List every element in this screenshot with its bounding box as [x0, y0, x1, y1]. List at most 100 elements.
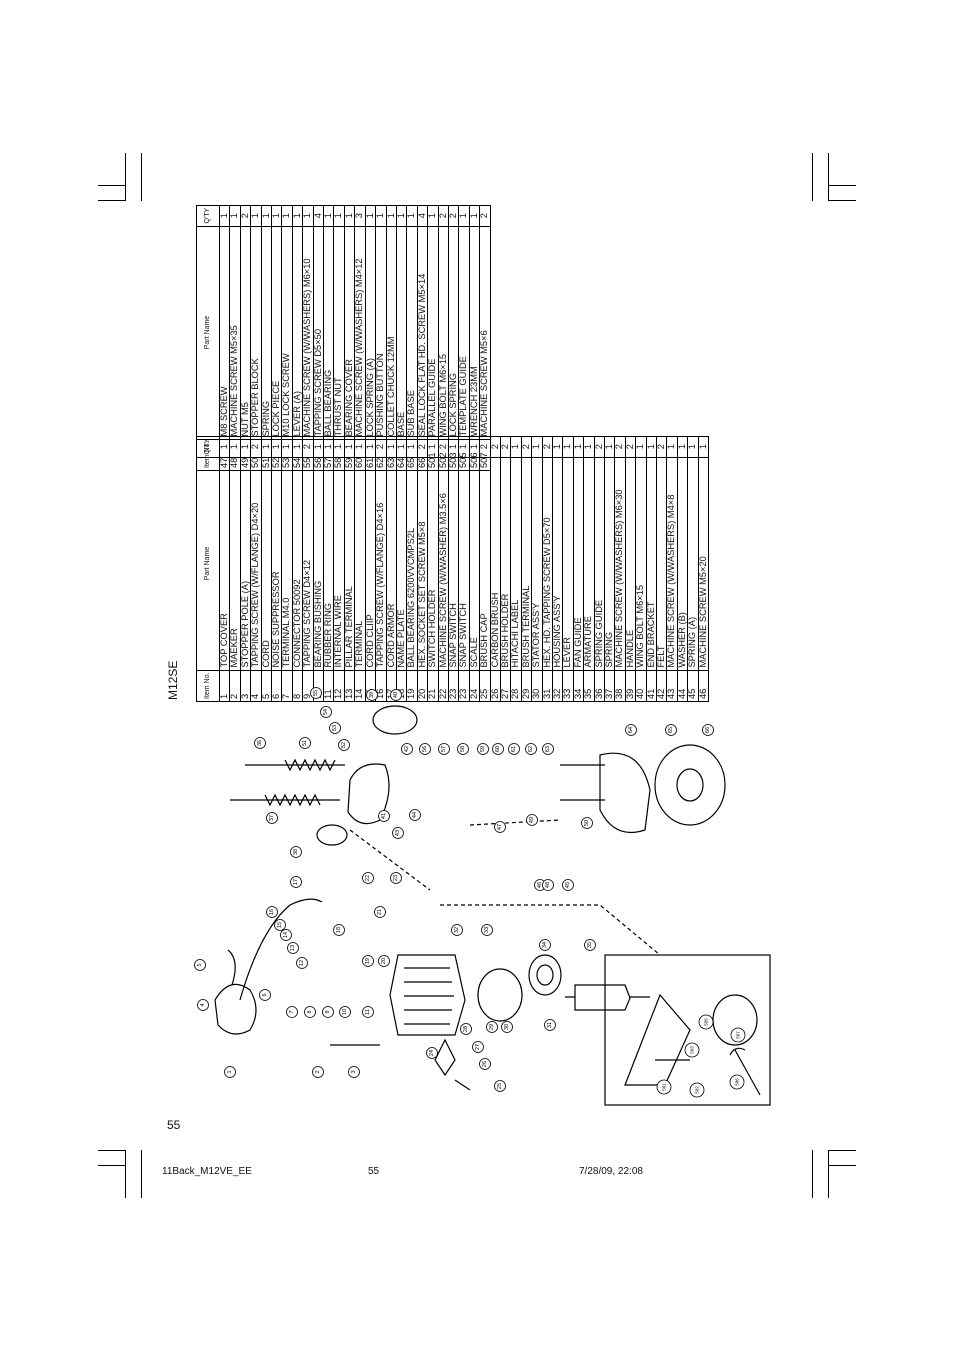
callout-43: 43 — [392, 827, 404, 839]
callout-56: 56 — [419, 743, 431, 755]
callout-label: 66 — [705, 727, 711, 733]
callout-63: 63 — [542, 743, 554, 755]
callout-30: 30 — [501, 1021, 513, 1033]
callout-17: 17 — [290, 876, 302, 888]
callout-13: 13 — [287, 942, 299, 954]
callout-label: 48 — [545, 882, 551, 888]
footer-page: 55 — [368, 1166, 380, 1177]
callout-label: 23 — [393, 875, 399, 881]
callout-35: 35 — [584, 939, 596, 951]
callout-506: 506 — [729, 1074, 745, 1090]
callout-53: 53 — [329, 722, 341, 734]
crop-mark-br-h2 — [828, 1165, 856, 1166]
spring-upper — [284, 758, 336, 772]
callout-47: 47 — [494, 821, 506, 833]
callout-23: 23 — [390, 872, 402, 884]
callout-label: 49 — [529, 817, 535, 823]
callout-18: 18 — [333, 924, 345, 936]
callout-55: 55 — [310, 687, 322, 699]
callout-label: 52 — [341, 742, 347, 748]
callout-label: 21 — [377, 909, 383, 915]
top-cover-shape — [214, 983, 257, 1035]
callout-2: 2 — [312, 1066, 324, 1078]
motor-housing-shape — [389, 954, 466, 1036]
callout-label: 18 — [336, 927, 342, 933]
callout-label: 37 — [269, 815, 275, 821]
callout-label: 17 — [293, 879, 299, 885]
callout-label: 6 — [262, 993, 268, 996]
callout-11: 11 — [362, 1006, 374, 1018]
callout-label: 14 — [283, 932, 289, 938]
callout-9: 9 — [322, 1006, 334, 1018]
callout-38: 38 — [290, 846, 302, 858]
crop-mark-bl-h2 — [98, 1165, 126, 1166]
callout-31: 31 — [544, 1019, 556, 1031]
callout-40: 40 — [390, 689, 402, 701]
callout-503: 503 — [684, 1042, 700, 1058]
callout-label: 2 — [315, 1070, 321, 1073]
callout-label: 61 — [511, 746, 517, 752]
callout-41: 41 — [378, 810, 390, 822]
handle-top-shape — [372, 705, 418, 735]
crop-mark-br-h — [828, 1150, 856, 1151]
callout-26: 26 — [479, 1058, 491, 1070]
callout-39: 39 — [366, 689, 378, 701]
callout-label: 19 — [365, 958, 371, 964]
wrench-shape — [729, 1047, 761, 1096]
callout-60: 60 — [492, 743, 504, 755]
callout-42: 42 — [401, 743, 413, 755]
crop-mark-br-v — [812, 1150, 813, 1198]
base-shape — [599, 752, 651, 834]
crop-mark-tr-v2 — [828, 153, 829, 201]
dashed-guides — [349, 819, 661, 956]
callout-28: 28 — [460, 1023, 472, 1035]
callout-label: 46 — [537, 882, 543, 888]
crop-mark-tr-h — [828, 185, 856, 186]
callout-label: 64 — [628, 727, 634, 733]
callout-label: 20 — [381, 958, 387, 964]
callout-502: 502 — [689, 1082, 705, 1098]
callout-label: 507 — [736, 1031, 741, 1039]
callout-label: 62 — [528, 746, 534, 752]
callout-label: 41 — [381, 813, 387, 819]
callout-44: 44 — [409, 809, 421, 821]
callout-label: 15 — [277, 922, 283, 928]
callout-10: 10 — [339, 1006, 351, 1018]
callout-12: 12 — [296, 957, 308, 969]
callout-label: 1 — [227, 1070, 233, 1073]
callout-label: 40 — [393, 692, 399, 698]
callout-label: 65 — [668, 727, 674, 733]
crop-mark-bl-v2 — [141, 1150, 142, 1198]
crop-mark-bl-v — [125, 1150, 126, 1198]
callout-label: 11 — [365, 1009, 371, 1015]
footer-file: 11Back_M12VE_EE — [162, 1166, 252, 1177]
callout-52: 52 — [338, 739, 350, 751]
callout-label: 55 — [313, 690, 319, 696]
callout-64: 64 — [625, 724, 637, 736]
callout-label: 7 — [289, 1010, 295, 1013]
callout-29: 29 — [486, 1021, 498, 1033]
callout-label: 53 — [332, 725, 338, 731]
callout-label: 5 — [197, 963, 203, 966]
callout-51: 51 — [299, 737, 311, 749]
callout-49: 49 — [526, 814, 538, 826]
callout-label: 10 — [342, 1009, 348, 1015]
callout-label: 16 — [269, 909, 275, 915]
callout-label: 58 — [460, 746, 466, 752]
callout-65: 65 — [665, 724, 677, 736]
callout-36: 36 — [254, 737, 266, 749]
callout-3: 3 — [348, 1066, 360, 1078]
crop-mark-tl-v2 — [141, 153, 142, 201]
crop-mark-tl-h — [98, 185, 126, 186]
callout-label: 8 — [307, 1010, 313, 1013]
callout-54: 54 — [320, 706, 332, 718]
sub-base-shape — [654, 744, 726, 826]
callout-label: 38 — [293, 849, 299, 855]
callout-66: 66 — [702, 724, 714, 736]
fan-guide-shape — [528, 954, 562, 996]
callout-label: 3 — [351, 1070, 357, 1073]
callout-62: 62 — [525, 743, 537, 755]
callout-label: 501 — [662, 1083, 667, 1091]
callout-label: 59 — [480, 746, 486, 752]
crop-mark-bl-h — [98, 1150, 126, 1151]
